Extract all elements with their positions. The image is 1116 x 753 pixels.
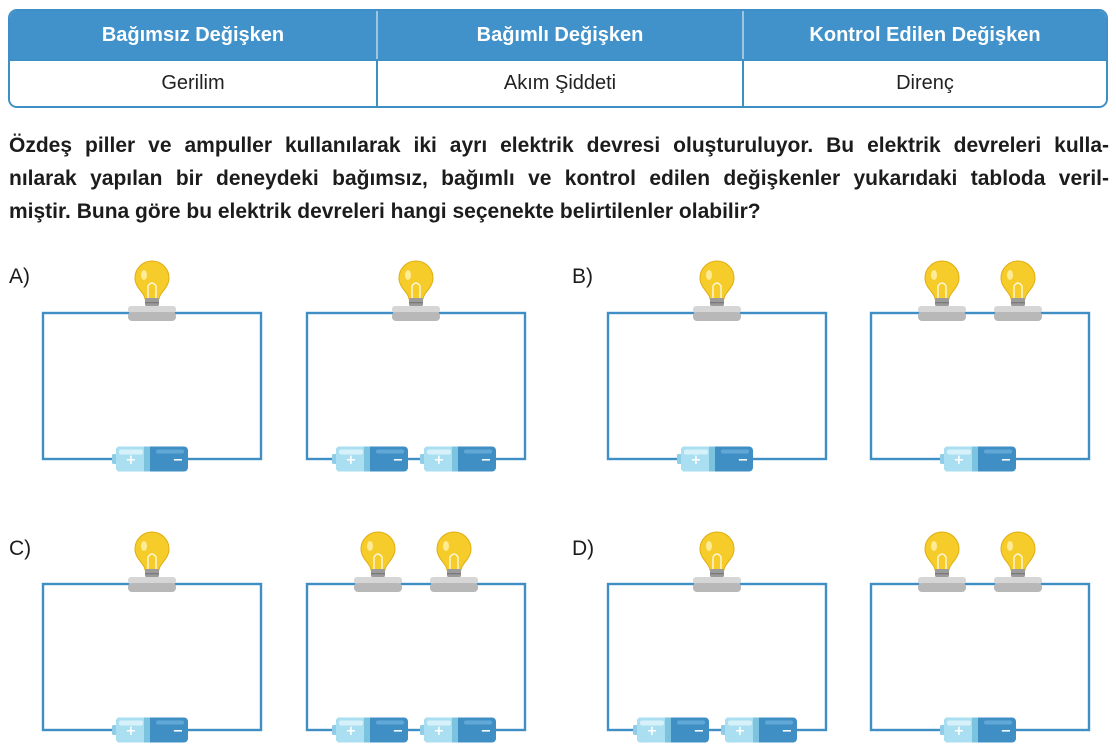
battery-minus-sign: − (1001, 453, 1012, 468)
option-d-label[interactable]: D) (572, 537, 595, 560)
header-independent-variable: Bağımsız Değişken (10, 11, 376, 59)
battery-minus-sign: − (173, 453, 184, 468)
option-a-label[interactable]: A) (9, 265, 30, 288)
battery-minus-sign: − (173, 724, 184, 739)
option-a-circuit-2: +−+− (305, 260, 527, 472)
battery-minus-sign: − (481, 724, 492, 739)
value-dependent-variable: Akım Şiddeti (376, 59, 742, 106)
circuit-wire (41, 582, 263, 732)
question-line-3: miştir. Buna göre bu elektrik devreleri … (9, 200, 761, 223)
battery-minus-sign: − (1001, 724, 1012, 739)
battery-plus-sign: + (126, 453, 137, 468)
circuit-wire (606, 311, 828, 461)
question-text: Özdeş piller ve ampuller kullanılarak ik… (9, 129, 1109, 228)
battery-1: +− (940, 446, 1016, 472)
light-bulb-1 (918, 531, 966, 592)
battery-2: +− (721, 717, 797, 743)
battery-plus-sign: + (954, 453, 965, 468)
circuit-wire (305, 582, 527, 732)
option-c-label[interactable]: C) (9, 537, 32, 560)
battery-plus-sign: + (434, 453, 445, 468)
battery-minus-sign: − (481, 453, 492, 468)
battery-1: +− (112, 717, 188, 743)
option-b-circuit-1: +− (606, 260, 828, 472)
battery-plus-sign: + (346, 453, 357, 468)
battery-2: +− (420, 446, 496, 472)
battery-1: +− (112, 446, 188, 472)
variables-table: Bağımsız Değişken Bağımlı Değişken Kontr… (8, 9, 1108, 108)
option-d-circuit-2: +− (869, 531, 1091, 743)
circuit-wire (41, 311, 263, 461)
header-controlled-variable: Kontrol Edilen Değişken (742, 11, 1106, 59)
light-bulb-2 (994, 260, 1042, 321)
question-line-2: nılarak yapılan bir deneydeki bağımsız, … (9, 167, 1109, 190)
option-a-circuit-1: +− (41, 260, 263, 472)
battery-plus-sign: + (126, 724, 137, 739)
light-bulb-1 (693, 531, 741, 592)
header-dependent-variable: Bağımlı Değişken (376, 11, 742, 59)
battery-plus-sign: + (647, 724, 658, 739)
battery-minus-sign: − (694, 724, 705, 739)
battery-1: +− (940, 717, 1016, 743)
battery-2: +− (420, 717, 496, 743)
light-bulb-1 (128, 531, 176, 592)
value-independent-variable: Gerilim (10, 59, 376, 106)
option-c-circuit-1: +− (41, 531, 263, 743)
value-controlled-variable: Direnç (742, 59, 1106, 106)
circuit-wire (869, 582, 1091, 732)
light-bulb-1 (693, 260, 741, 321)
battery-minus-sign: − (738, 453, 749, 468)
option-d-circuit-1: +−+− (606, 531, 828, 743)
circuit-wire (869, 311, 1091, 461)
battery-1: +− (332, 717, 408, 743)
battery-plus-sign: + (346, 724, 357, 739)
battery-minus-sign: − (393, 724, 404, 739)
option-b-circuit-2: +− (869, 260, 1091, 472)
light-bulb-2 (994, 531, 1042, 592)
light-bulb-2 (430, 531, 478, 592)
battery-plus-sign: + (954, 724, 965, 739)
option-b-label[interactable]: B) (572, 265, 593, 288)
light-bulb-1 (918, 260, 966, 321)
battery-plus-sign: + (691, 453, 702, 468)
battery-plus-sign: + (434, 724, 445, 739)
battery-minus-sign: − (393, 453, 404, 468)
battery-1: +− (677, 446, 753, 472)
light-bulb-1 (392, 260, 440, 321)
circuit-wire (606, 582, 828, 732)
light-bulb-1 (354, 531, 402, 592)
battery-minus-sign: − (782, 724, 793, 739)
battery-1: +− (633, 717, 709, 743)
light-bulb-1 (128, 260, 176, 321)
circuit-wire (305, 311, 527, 461)
battery-plus-sign: + (735, 724, 746, 739)
question-line-1: Özdeş piller ve ampuller kullanılarak ik… (9, 134, 1109, 157)
battery-1: +− (332, 446, 408, 472)
option-c-circuit-2: +−+− (305, 531, 527, 743)
